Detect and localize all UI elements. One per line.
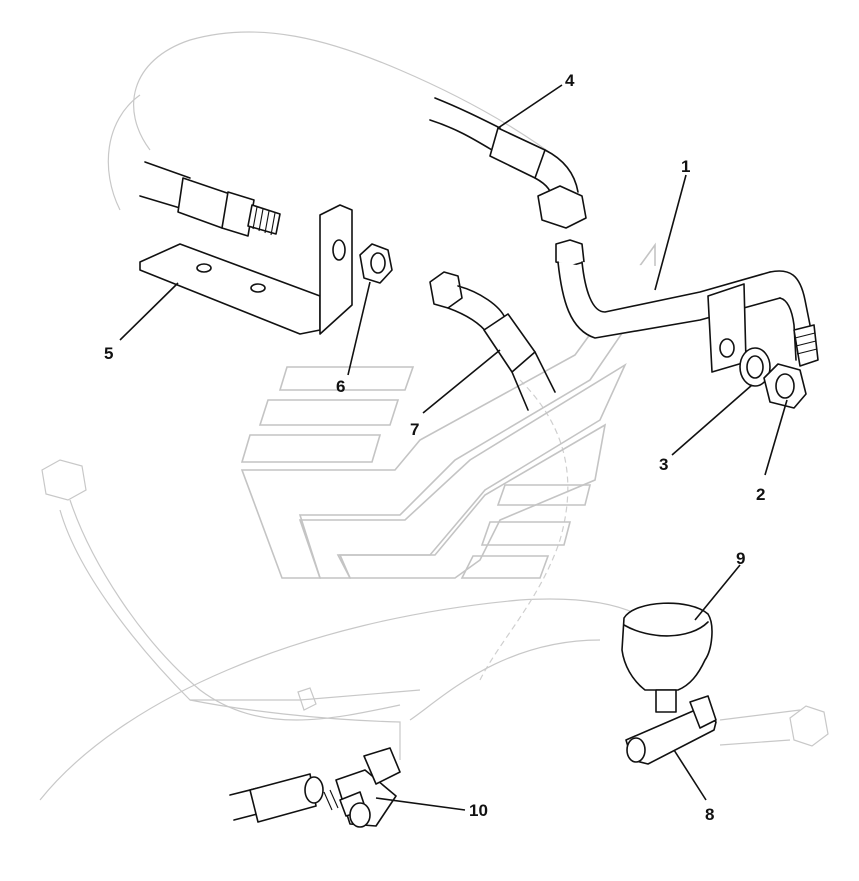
- leader-7: [422, 349, 501, 414]
- leader-6: [347, 281, 371, 376]
- callout-10: 10: [469, 801, 488, 820]
- leader-1: [654, 174, 687, 291]
- hose-upper-left: [139, 161, 281, 237]
- leader-4: [497, 84, 563, 129]
- accumulator-part-9: [621, 602, 713, 713]
- callout-6: 6: [336, 377, 345, 396]
- callout-3: 3: [659, 455, 668, 474]
- ghost-fitting-left: [41, 459, 317, 711]
- ghost-nut-right: [789, 705, 829, 747]
- callout-9: 9: [736, 549, 745, 568]
- leader-9: [694, 564, 741, 621]
- callout-4: 4: [565, 71, 575, 90]
- callout-2: 2: [756, 485, 765, 504]
- tee-part-10: [229, 747, 401, 828]
- ghost-outline: [39, 31, 801, 801]
- callout-1: 1: [681, 157, 690, 176]
- callout-8: 8: [705, 805, 714, 824]
- leader-3: [671, 384, 753, 456]
- leader-10: [375, 797, 466, 811]
- leader-2: [764, 399, 788, 476]
- chevron-logo-watermark: [240, 242, 656, 579]
- bracket-part-5: [139, 204, 353, 335]
- leader-8: [673, 749, 707, 801]
- leader-lines: [119, 84, 788, 811]
- nut-part-2: [763, 363, 807, 409]
- washer-part-3: [739, 347, 771, 387]
- hose-part-7: [429, 271, 556, 411]
- hose-part-4: [429, 97, 587, 229]
- tee-fitting-part-8: [625, 695, 717, 765]
- leader-5: [119, 282, 179, 341]
- nut-part-6: [359, 243, 393, 284]
- callout-5: 5: [104, 344, 113, 363]
- callout-7: 7: [410, 420, 419, 439]
- callout-labels: 1 2 3 4 5 6 7 8 9 10: [104, 71, 765, 824]
- pipe-part-1: [555, 239, 819, 373]
